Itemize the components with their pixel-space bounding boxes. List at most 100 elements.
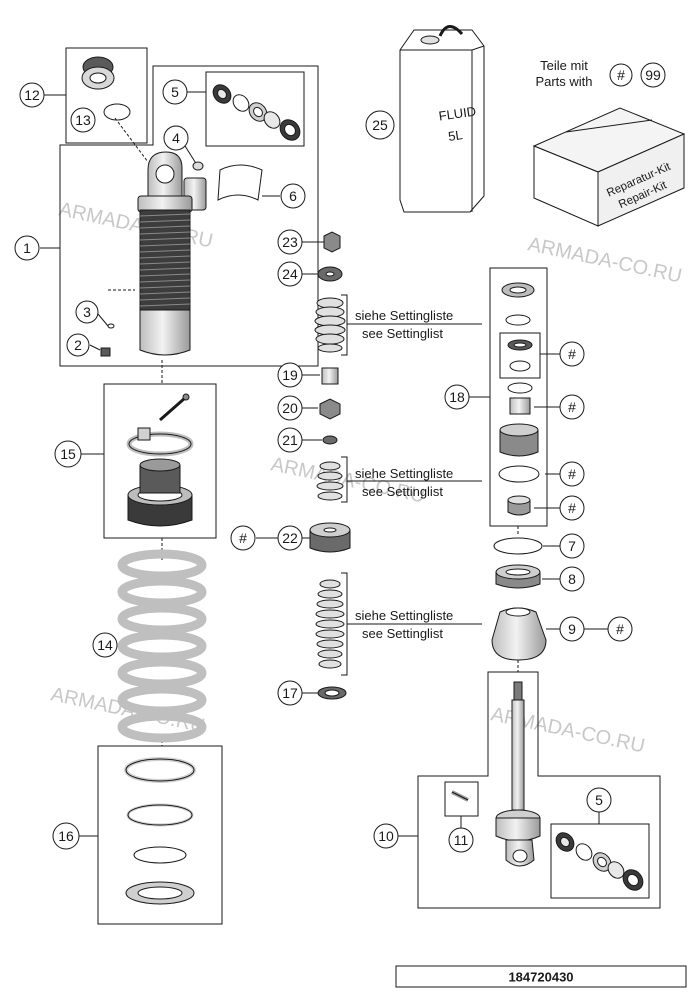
callout-23: 22 [277, 525, 303, 551]
callout-6: 6 [280, 183, 306, 209]
parts-note-line1: Teile mit [540, 58, 588, 73]
setting-note-de: siehe Settingliste [355, 608, 453, 623]
setting-note-en: see Settinglist [362, 326, 443, 341]
svg-text:3: 3 [83, 304, 91, 320]
callout-2: 2 [66, 333, 90, 357]
callout-19: 24 [277, 261, 303, 287]
callout-17: 18 [444, 384, 470, 410]
piston-rod-15-art [451, 681, 541, 867]
diagram-id: 184720430 [508, 970, 573, 985]
callout-20: 19 [277, 362, 303, 388]
frame-seals-5-bottom [550, 823, 650, 899]
callout-16: 11 [448, 827, 474, 853]
svg-text:11: 11 [454, 832, 469, 848]
svg-text:21: 21 [282, 432, 298, 448]
frame-seals-5-top [205, 71, 305, 147]
setting-note-de: siehe Settingliste [355, 308, 453, 323]
spring-seats-11-art [124, 757, 196, 905]
group-frames [59, 47, 661, 925]
callout-17-hash-1: # [559, 341, 585, 367]
callout-9: 14 [92, 632, 118, 658]
frame-shock-absorber [59, 65, 319, 367]
svg-text:16: 16 [58, 828, 74, 844]
svg-text:9: 9 [568, 621, 576, 637]
callout-23-hash: # [230, 525, 256, 551]
svg-text:#: # [616, 621, 624, 637]
svg-text:10: 10 [378, 828, 394, 844]
fluid-can-label-line1: FLUID [438, 104, 477, 124]
svg-text:#: # [239, 530, 247, 546]
svg-text:17: 17 [282, 685, 298, 701]
parts-note-number: 99 [645, 67, 661, 83]
callout-4: 4 [163, 125, 189, 151]
callout-24: 17 [277, 680, 303, 706]
diagram-id-box: 184720430 [395, 965, 687, 988]
repair-kit-box-art: Reparatur-Kit Repair-Kit [532, 107, 686, 227]
svg-text:18: 18 [449, 389, 465, 405]
parts-note-line2: Parts with [535, 74, 592, 89]
shock-body-art [100, 151, 207, 357]
svg-text:25: 25 [372, 117, 388, 133]
svg-text:14: 14 [97, 637, 113, 653]
callout-7: 12 [19, 82, 45, 108]
frame-17-inner [499, 332, 541, 379]
fluid-can-label-line2: 5L [447, 127, 463, 144]
svg-text:1: 1 [23, 240, 31, 256]
callout-14: 9 [559, 616, 585, 642]
spring-9-art [117, 549, 207, 743]
svg-text:5: 5 [171, 84, 179, 100]
seals-5-bottom-art [555, 832, 644, 891]
svg-text:#: # [568, 500, 576, 516]
setting-note-de: siehe Settingliste [355, 466, 453, 481]
svg-text:5: 5 [595, 792, 603, 808]
callout-21: 20 [277, 395, 303, 421]
svg-text:#: # [568, 346, 576, 362]
svg-text:19: 19 [282, 367, 298, 383]
seals-5-top-art [212, 84, 301, 141]
setting-note-en: see Settinglist [362, 626, 443, 641]
callout-18: 23 [277, 229, 303, 255]
frame-16 [444, 781, 479, 817]
frame-spring-seats-11 [97, 745, 223, 925]
callout-15: 10 [373, 823, 399, 849]
svg-text:#: # [568, 399, 576, 415]
callout-12: 7 [559, 533, 585, 559]
callout-25: 25 [365, 110, 395, 140]
bracket-setting-1 [341, 294, 348, 356]
callout-10: 15 [54, 440, 82, 468]
svg-text:22: 22 [282, 530, 298, 546]
svg-text:#: # [568, 466, 576, 482]
callout-22: 21 [277, 427, 303, 453]
svg-text:12: 12 [24, 87, 40, 103]
parts-note-hash: # [617, 67, 625, 83]
svg-text:20: 20 [282, 400, 298, 416]
svg-text:2: 2 [74, 337, 82, 353]
parts-12-14-art [491, 537, 547, 661]
svg-text:4: 4 [172, 130, 180, 146]
watermark: ARMADA-CO.RU [526, 233, 684, 287]
callout-5-bottom: 5 [586, 787, 612, 813]
frame-valve-17 [489, 267, 548, 527]
parts-note: Teile mit Parts with # 99 [535, 58, 666, 89]
frame-piston-rod-15 [417, 671, 661, 909]
leader-lines [40, 91, 608, 837]
callout-17-hash-4: # [559, 495, 585, 521]
callout-5: 5 [162, 79, 188, 105]
callout-11: 16 [52, 822, 80, 850]
callout-13: 8 [559, 566, 585, 592]
label-sheet-6-art [217, 164, 263, 201]
svg-text:24: 24 [282, 266, 298, 282]
frame-adjuster-10 [103, 383, 217, 539]
svg-text:7: 7 [568, 538, 576, 554]
callouts: 12 13 5 4 6 1 3 2 15 14 16 25 23 24 19 2… [14, 79, 633, 853]
callout-17-hash-3: # [559, 461, 585, 487]
fluid-can-25-art: FLUID 5L [399, 25, 485, 213]
bracket-setting-2 [341, 456, 348, 503]
svg-text:15: 15 [60, 446, 76, 462]
adjuster-10-art [126, 393, 194, 527]
callout-8: 13 [70, 107, 96, 133]
valve-17-art [498, 282, 540, 516]
setting-note-en: see Settinglist [362, 484, 443, 499]
callout-3: 3 [75, 300, 99, 324]
svg-text:8: 8 [568, 571, 576, 587]
